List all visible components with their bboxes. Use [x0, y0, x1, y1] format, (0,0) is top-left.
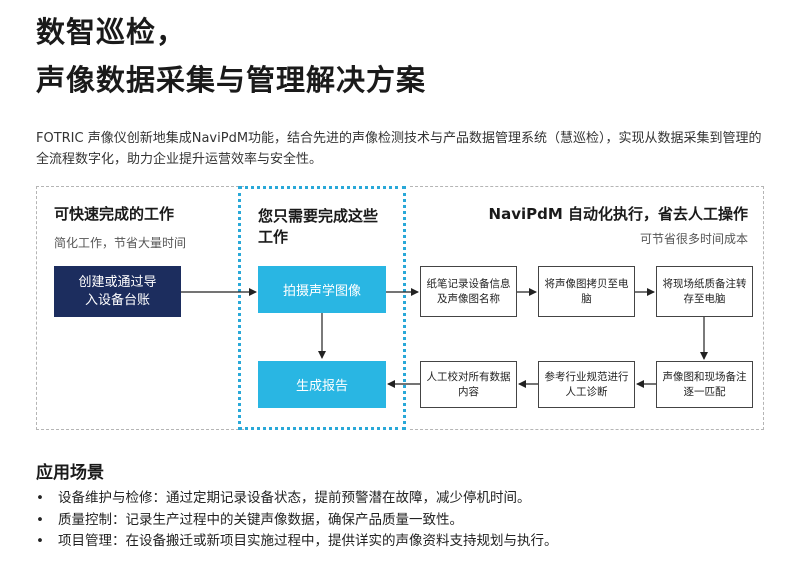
list-item: •设备维护与检修：通过定期记录设备状态，提前预警潜在故障，减少停机时间。 — [36, 490, 531, 506]
applications-list: •设备维护与检修：通过定期记录设备状态，提前预警潜在故障，减少停机时间。 •质量… — [36, 488, 776, 553]
left-section-subtitle: 简化工作，节省大量时间 — [54, 236, 187, 250]
title-line-1: 数智巡检， — [36, 15, 187, 49]
title-line-2: 声像数据采集与管理解决方案 — [36, 63, 427, 97]
list-item: •项目管理：在设备搬迁或新项目实施过程中，提供详实的声像资料支持规划与执行。 — [36, 533, 558, 549]
right-section-title: NaviPdM 自动化执行，省去人工操作 — [488, 205, 748, 223]
right-section-subtitle: 可节省很多时间成本 — [639, 232, 748, 246]
capture-acoustic-image-box: 拍摄声学图像 — [258, 266, 386, 313]
list-item: •质量控制：记录生产过程中的关键声像数据，确保产品质量一致性。 — [36, 511, 463, 528]
intro-paragraph: FOTRIC 声像仪创新地集成NaviPdM功能，结合先进的声像检测技术与产品数… — [36, 131, 762, 167]
generate-report-box: 生成报告 — [258, 361, 386, 408]
section-quick-work — [36, 186, 244, 430]
section-your-work — [238, 186, 406, 430]
step-paper-record: 纸笔记录设备信息及声像图名称 — [420, 266, 517, 317]
left-section-title: 可快速完成的工作 — [54, 205, 175, 223]
step-manual-proofread: 人工校对所有数据内容 — [420, 361, 517, 408]
step-match-notes: 声像图和现场备注逐一匹配 — [656, 361, 753, 408]
applications-heading: 应用场景 — [36, 463, 104, 483]
step-manual-diagnosis: 参考行业规范进行人工诊断 — [538, 361, 635, 408]
create-ledger-box: 创建或通过导入设备台账 — [54, 266, 181, 317]
step-transfer-notes: 将现场纸质备注转存至电脑 — [656, 266, 753, 317]
section-navipdm — [410, 186, 764, 430]
middle-section-title: 您只需要完成这些工作 — [258, 207, 379, 246]
step-copy-images: 将声像图拷贝至电脑 — [538, 266, 635, 317]
